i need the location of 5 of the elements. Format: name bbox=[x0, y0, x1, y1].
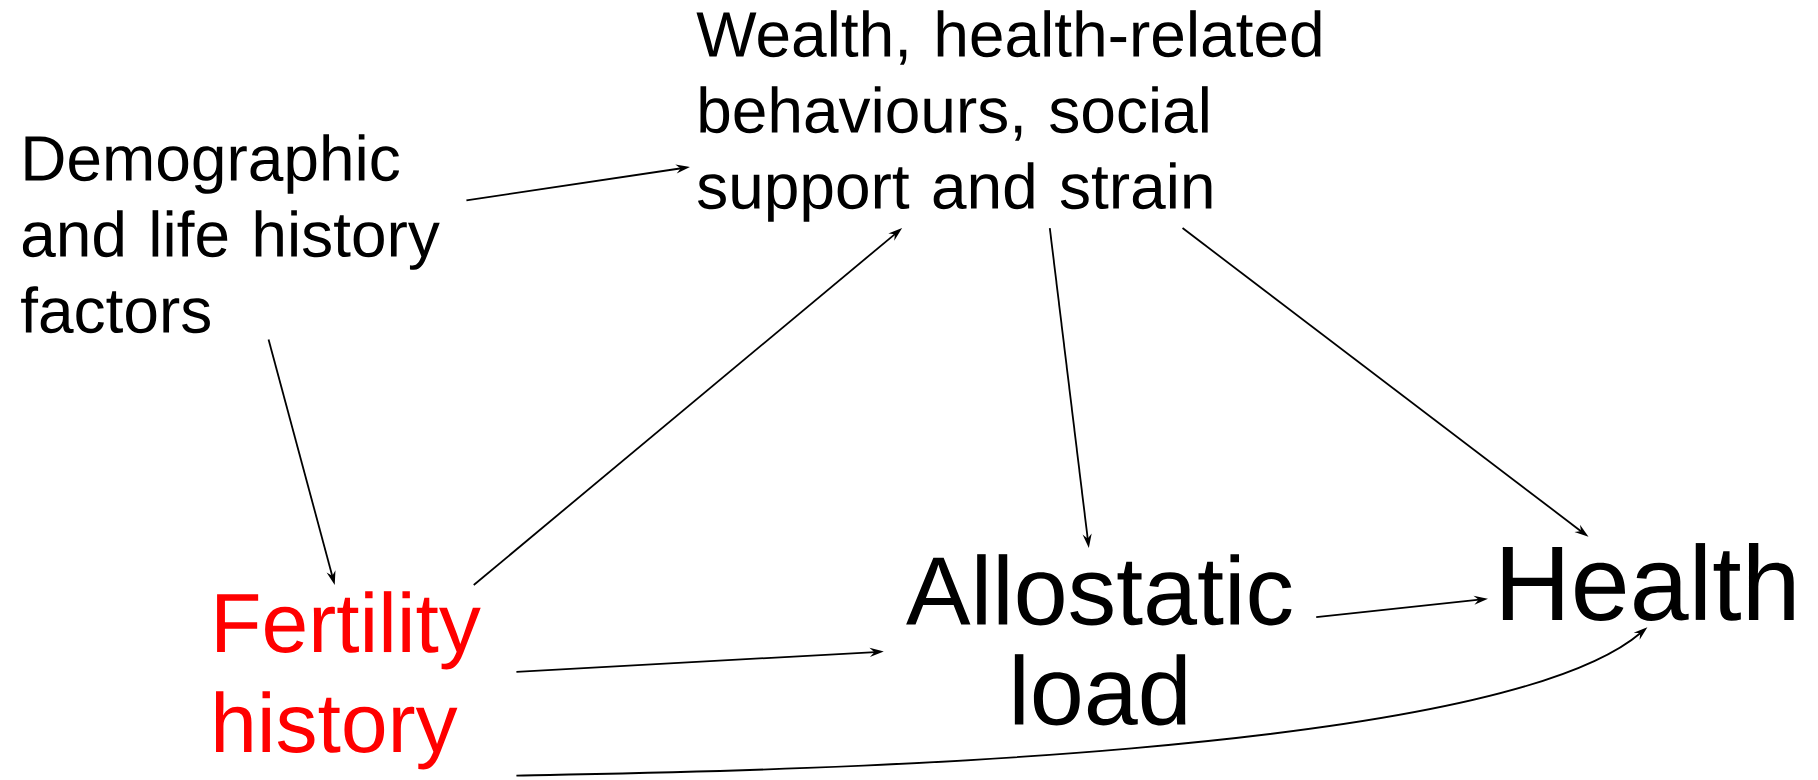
node-label: Demographic and life history factors bbox=[21, 134, 440, 334]
node-label: Health bbox=[1502, 543, 1794, 621]
node-label: Allostatic load bbox=[906, 554, 1292, 726]
node-label: Wealth, health-related behaviours, social support and strain bbox=[696, 10, 1321, 222]
node-label: Fertility history bbox=[216, 591, 481, 770]
